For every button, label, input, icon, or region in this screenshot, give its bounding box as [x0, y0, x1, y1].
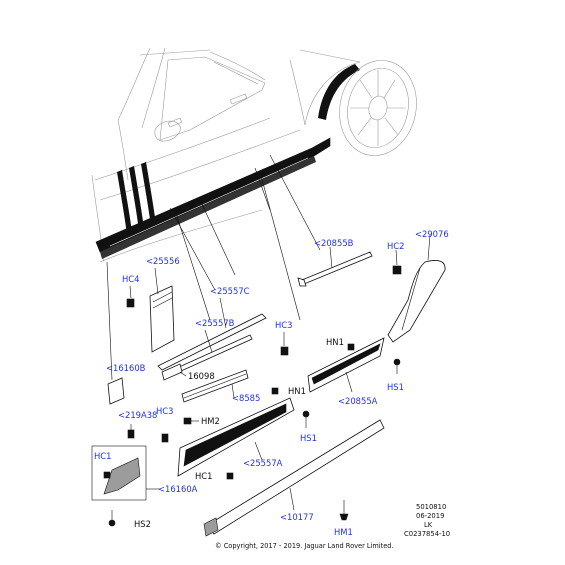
fastener-hn1-upper[interactable] — [347, 343, 355, 351]
label-219a38[interactable]: <219A38 — [118, 410, 157, 420]
label-hn1-upper[interactable]: HN1 — [326, 337, 344, 347]
label-10177[interactable]: <10177 — [280, 512, 314, 522]
label-hm2[interactable]: HM2 — [201, 416, 220, 426]
label-20855b[interactable]: <20855B — [314, 238, 354, 248]
leader-lines — [106, 154, 321, 381]
label-hs1-right[interactable]: HS1 — [387, 382, 404, 392]
info-line-2: 06-2019 — [416, 512, 444, 520]
label-hs2[interactable]: HS2 — [134, 519, 151, 529]
label-29076[interactable]: <29076 — [415, 229, 449, 239]
fastener-hm1[interactable] — [339, 500, 349, 521]
label-hc2[interactable]: HC2 — [387, 241, 404, 251]
part-25557a-main-trim[interactable] — [177, 397, 295, 477]
label-16160b[interactable]: <16160B — [106, 363, 146, 373]
label-hc3-right[interactable]: HC3 — [275, 320, 292, 330]
label-hm1[interactable]: HM1 — [334, 527, 353, 537]
fastener-hm2[interactable] — [183, 417, 199, 425]
label-16160a[interactable]: <16160A — [158, 484, 198, 494]
info-line-3: LK — [424, 521, 433, 529]
label-8585[interactable]: <8585 — [232, 393, 260, 403]
fastener-hc4[interactable] — [126, 285, 135, 308]
label-25557b[interactable]: <25557B — [195, 318, 235, 328]
info-block: 5010810 06-2019 LK C0237854-10 — [404, 503, 450, 538]
part-16160a-bracket-inset[interactable] — [91, 445, 160, 501]
part-25556-stripe-panel[interactable] — [149, 267, 175, 353]
part-20855a-step-panel[interactable] — [307, 337, 385, 393]
info-line-1: 5010810 — [416, 503, 446, 511]
label-25557c[interactable]: <25557C — [210, 286, 250, 296]
label-16098[interactable]: 16098 — [188, 371, 215, 381]
label-25556[interactable]: <25556 — [146, 256, 180, 266]
part-8585-trim[interactable] — [181, 369, 249, 403]
vehicle-sill-band — [95, 137, 331, 259]
label-hn1-lower[interactable]: HN1 — [288, 386, 306, 396]
info-line-4: C0237854-10 — [404, 530, 450, 538]
label-25557a[interactable]: <25557A — [243, 458, 283, 468]
part-29076-arch-moulding[interactable] — [387, 234, 446, 343]
part-20855b-trim-strip[interactable] — [297, 246, 373, 287]
fastener-hs1-lower[interactable] — [302, 410, 310, 428]
fastener-219a38[interactable] — [127, 424, 135, 439]
part-16160b-panel[interactable] — [107, 377, 125, 405]
fastener-hc2[interactable] — [392, 249, 402, 275]
fastener-hn1-lower[interactable] — [271, 387, 279, 395]
fastener-hc3-left[interactable] — [161, 433, 169, 443]
label-20855a[interactable]: <20855A — [338, 396, 378, 406]
part-16098-badge[interactable] — [161, 363, 187, 381]
copyright-notice: © Copyright, 2017 - 2019. Jaguar Land Ro… — [215, 542, 394, 550]
fastener-hs1-right[interactable] — [393, 358, 401, 374]
part-25557c-trim[interactable] — [157, 297, 267, 371]
label-hc1-left[interactable]: HC1 — [94, 451, 111, 461]
fastener-hc3-right[interactable] — [280, 332, 289, 356]
fastener-hs2[interactable] — [108, 510, 116, 527]
label-hc3-left[interactable]: HC3 — [156, 406, 173, 416]
callout-labels: <29076 HC2 <20855B <25556 HC4 <25557C <2… — [94, 229, 449, 537]
label-hc4[interactable]: HC4 — [122, 274, 139, 284]
fastener-hc1-mid[interactable] — [226, 472, 234, 480]
label-hc1-mid[interactable]: HC1 — [195, 471, 212, 481]
label-hs1-lower[interactable]: HS1 — [300, 433, 317, 443]
part-10177-sill-cover[interactable] — [203, 419, 385, 537]
